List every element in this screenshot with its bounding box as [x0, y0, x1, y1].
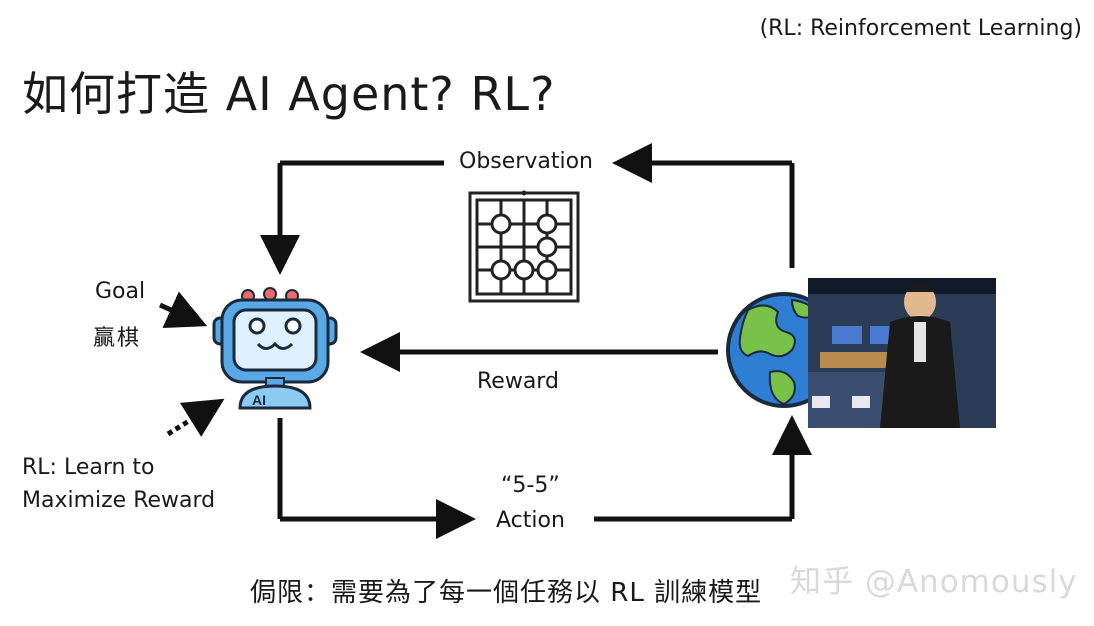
rl-dotted-arrow [166, 398, 225, 437]
go-board-icon [468, 190, 580, 303]
goal-arrow [158, 291, 208, 329]
reward-label: Reward [477, 369, 559, 394]
action-arrow [277, 415, 812, 539]
robot-icon: AI [212, 287, 338, 410]
observation-arrow [260, 143, 795, 275]
action-quote: “5-5” [501, 473, 560, 498]
go-match-photo [808, 278, 996, 428]
action-label: Action [496, 508, 565, 533]
observation-label: Observation [459, 149, 593, 174]
goal-text: 贏棋 [93, 326, 142, 351]
rl-line1: RL: Learn to [22, 455, 155, 480]
limitation-text: 侷限：需要為了每一個任務以 RL 訓練模型 [250, 578, 763, 608]
slide-title: 如何打造 AI Agent? RL? [22, 67, 556, 121]
watermark: 知乎 @Anomously [790, 564, 1078, 600]
rl-line2: Maximize Reward [22, 488, 216, 513]
robot-badge: AI [252, 392, 266, 408]
goal-label: Goal [95, 279, 146, 304]
acronym-note: (RL: Reinforcement Learning) [759, 16, 1082, 41]
